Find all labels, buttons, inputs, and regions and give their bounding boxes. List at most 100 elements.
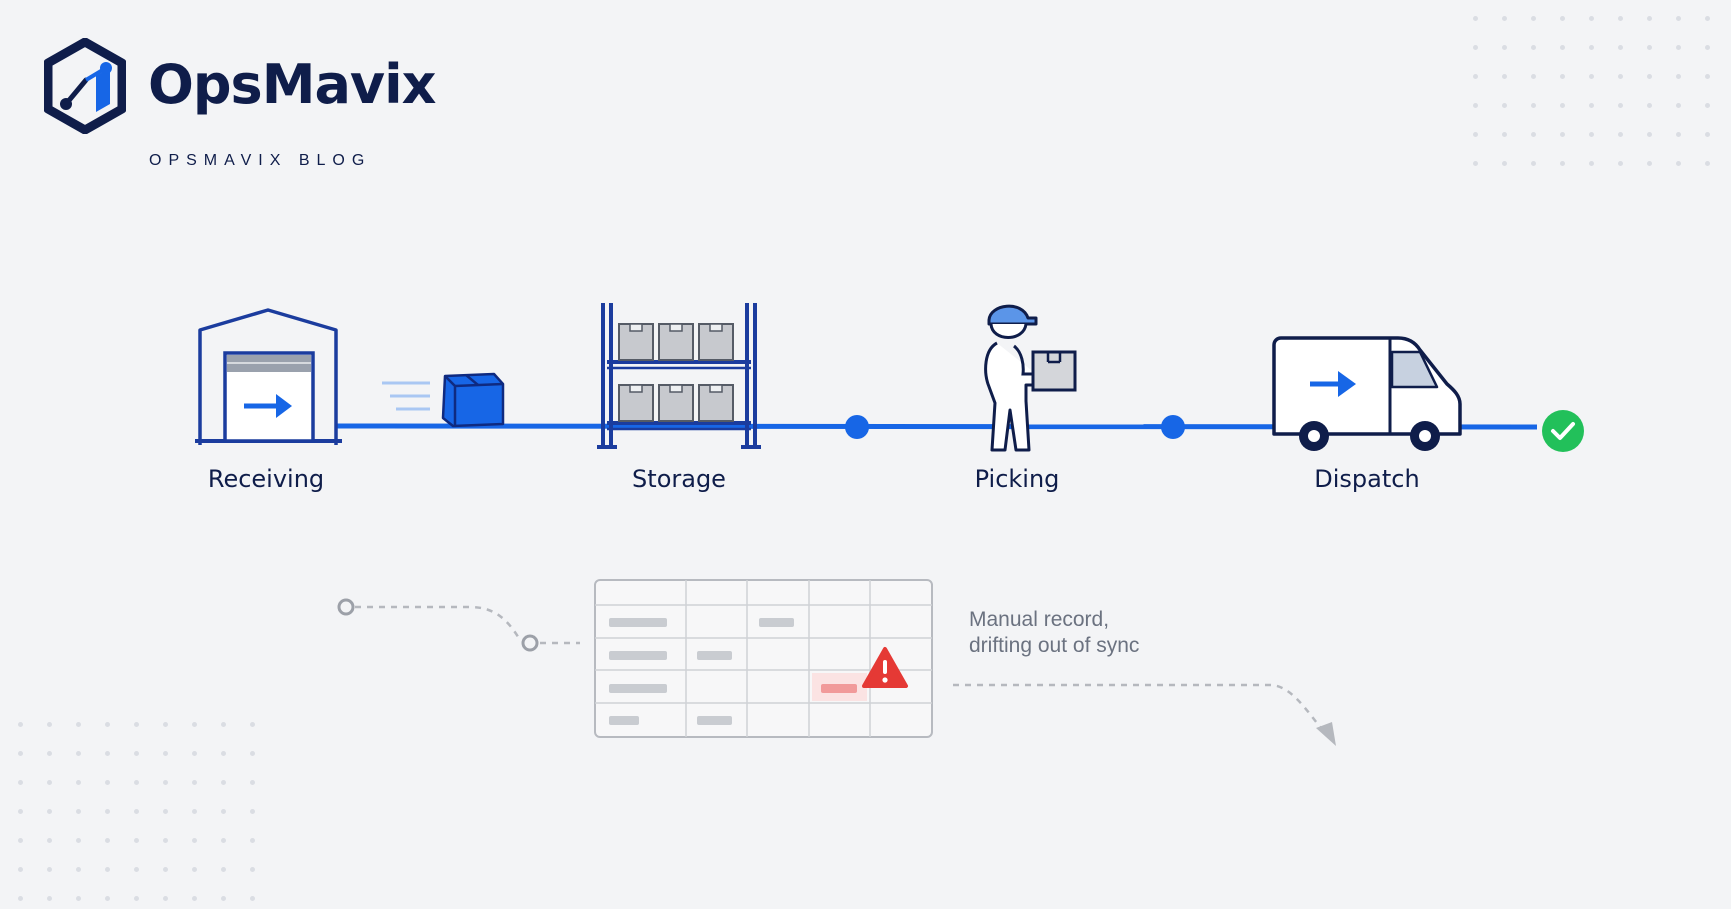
decorative-dot [105,751,110,756]
package-box-icon [382,372,505,428]
decorative-dot [1647,16,1652,21]
decorative-dot [192,722,197,727]
decorative-dot [221,780,226,785]
decorative-dot [76,867,81,872]
decorative-dot [250,867,255,872]
decorative-dot [105,867,110,872]
decorative-dot [221,809,226,814]
decorative-dot [76,809,81,814]
decorative-dot [163,809,168,814]
decorative-dot [250,809,255,814]
decorative-dot [47,809,52,814]
decorative-dot [76,780,81,785]
decorative-dot [1705,161,1710,166]
decorative-dot [1618,161,1623,166]
decorative-dot [1502,16,1507,21]
decorative-dot [1502,45,1507,50]
decorative-dot [1531,45,1536,50]
decorative-dot [163,722,168,727]
decorative-dot [18,722,23,727]
decorative-dot [47,751,52,756]
decorative-dot [1531,74,1536,79]
blog-tagline: OPSMAVIX BLOG [149,152,372,169]
decorative-dot [134,838,139,843]
decorative-dot [1647,45,1652,50]
decorative-dot [192,809,197,814]
decorative-dot [1473,16,1478,21]
decorative-dot [76,896,81,901]
decorative-dot [192,867,197,872]
decorative-dot [105,838,110,843]
decorative-dot [47,780,52,785]
decorative-dot [1647,132,1652,137]
decorative-dot [1705,16,1710,21]
spreadsheet-icon [594,579,933,738]
decorative-dot [1589,16,1594,21]
decorative-dot [1560,74,1565,79]
decorative-dot [1560,45,1565,50]
check-circle-icon [1542,410,1584,452]
decorative-dot [1589,103,1594,108]
decorative-dot [1589,74,1594,79]
decorative-dot [1589,161,1594,166]
decorative-dot [1473,103,1478,108]
decorative-dot [1618,132,1623,137]
decorative-dot [1531,161,1536,166]
decorative-dot [134,780,139,785]
decorative-dot [18,809,23,814]
decorative-dot-grid-bottom-left [18,722,264,901]
decorative-dot [1705,45,1710,50]
decorative-dot [1647,103,1652,108]
decorative-dot [134,896,139,901]
opsmavix-logo-icon [44,38,126,134]
decorative-dot [221,838,226,843]
decorative-dot [1589,45,1594,50]
decorative-dot [18,896,23,901]
decorative-dot [1531,103,1536,108]
stage-label-picking: Picking [974,465,1060,493]
decorative-dot [105,722,110,727]
note-line-1: Manual record, [969,608,1110,631]
decorative-dot [250,780,255,785]
decorative-dot [1676,161,1681,166]
dashed-connector-out [953,683,1336,746]
decorative-dot [250,751,255,756]
decorative-dot [1560,161,1565,166]
decorative-dot-grid-top-right [1473,16,1719,166]
decorative-dot [1618,74,1623,79]
decorative-dot [105,896,110,901]
decorative-dot [163,867,168,872]
decorative-dot [221,867,226,872]
decorative-dot [1473,45,1478,50]
shelving-icon [597,303,761,449]
decorative-dot [1676,45,1681,50]
decorative-dot [1560,103,1565,108]
decorative-dot [1705,103,1710,108]
manual-record-note: Manual record, drifting out of sync [969,607,1139,659]
stage-label-receiving: Receiving [207,465,325,493]
decorative-dot [1502,74,1507,79]
decorative-dot [250,722,255,727]
decorative-dot [163,780,168,785]
decorative-dot [1676,132,1681,137]
note-line-2: drifting out of sync [969,634,1140,657]
decorative-dot [134,751,139,756]
decorative-dot [1676,16,1681,21]
warehouse-icon [195,308,342,445]
decorative-dot [1531,132,1536,137]
decorative-dot [1676,103,1681,108]
decorative-dot [47,867,52,872]
decorative-dot [47,722,52,727]
decorative-dot [221,722,226,727]
stage-label-dispatch: Dispatch [1314,465,1420,493]
decorative-dot [134,722,139,727]
decorative-dot [1502,132,1507,137]
decorative-dot [76,751,81,756]
decorative-dot [163,838,168,843]
decorative-dot [1560,132,1565,137]
decorative-dot [1647,74,1652,79]
decorative-dot [1473,74,1478,79]
decorative-dot [105,780,110,785]
decorative-dot [18,838,23,843]
